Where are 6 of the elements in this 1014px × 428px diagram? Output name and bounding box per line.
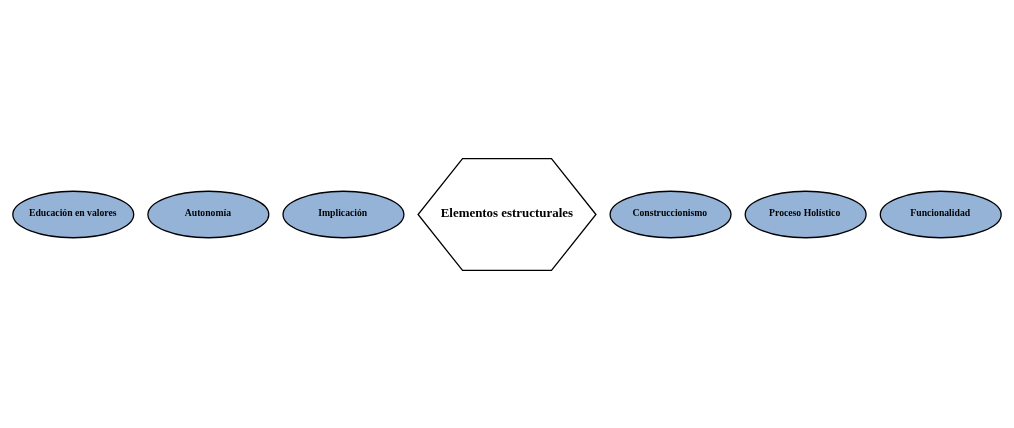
node-ellipse: Proceso Holístico [744, 190, 867, 238]
node-ellipse: Educación en valores [12, 190, 135, 238]
node-ellipse: Implicación [282, 190, 405, 238]
node-ellipse: Construccionismo [609, 190, 732, 238]
node-ellipse: Autonomía [147, 190, 270, 238]
node-ellipse: Funcionalidad [879, 190, 1002, 238]
